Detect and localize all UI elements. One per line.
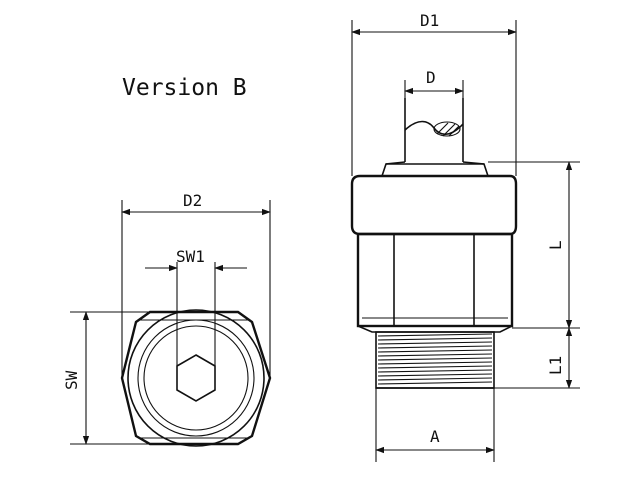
thread-line — [377, 361, 493, 365]
thread-lines — [377, 333, 493, 385]
outer-bore-circle — [127, 309, 265, 447]
hex-nut-outline — [120, 310, 272, 446]
thread-line — [377, 381, 493, 385]
side-view: D1 D L L1 A — [350, 11, 580, 462]
thread-line — [377, 373, 493, 377]
d2-label: D2 — [183, 191, 202, 210]
thread-line — [377, 357, 493, 361]
cap-body — [350, 174, 518, 236]
hex-socket — [176, 354, 216, 402]
a-label: A — [430, 427, 440, 446]
shaft-break-hatch-3 — [448, 125, 460, 137]
thread-line — [377, 365, 493, 369]
l-label: L — [546, 240, 565, 250]
thread-line — [377, 341, 493, 345]
shaft-break-ellipse — [433, 121, 461, 137]
shaft-break-hatch-1 — [436, 122, 449, 135]
inner-bore-circle — [143, 325, 249, 431]
thread-line — [377, 369, 493, 373]
sw-label: SW — [62, 370, 81, 390]
sw1-label: SW1 — [176, 247, 205, 266]
d1-label: D1 — [420, 11, 439, 30]
middle-bore-circle — [137, 319, 255, 437]
thread-line — [377, 337, 493, 341]
thread-line — [377, 349, 493, 353]
end-view: D2 SW1 SW — [62, 191, 272, 447]
thread-line — [377, 345, 493, 349]
thread-line — [377, 353, 493, 357]
l1-label: L1 — [546, 356, 565, 375]
hex-body — [356, 232, 514, 328]
thread-line — [377, 377, 493, 381]
shaft-break-hatch-2 — [442, 123, 456, 137]
d-label: D — [426, 68, 436, 87]
thread-line — [377, 333, 493, 337]
version-title: Version B — [122, 75, 247, 101]
